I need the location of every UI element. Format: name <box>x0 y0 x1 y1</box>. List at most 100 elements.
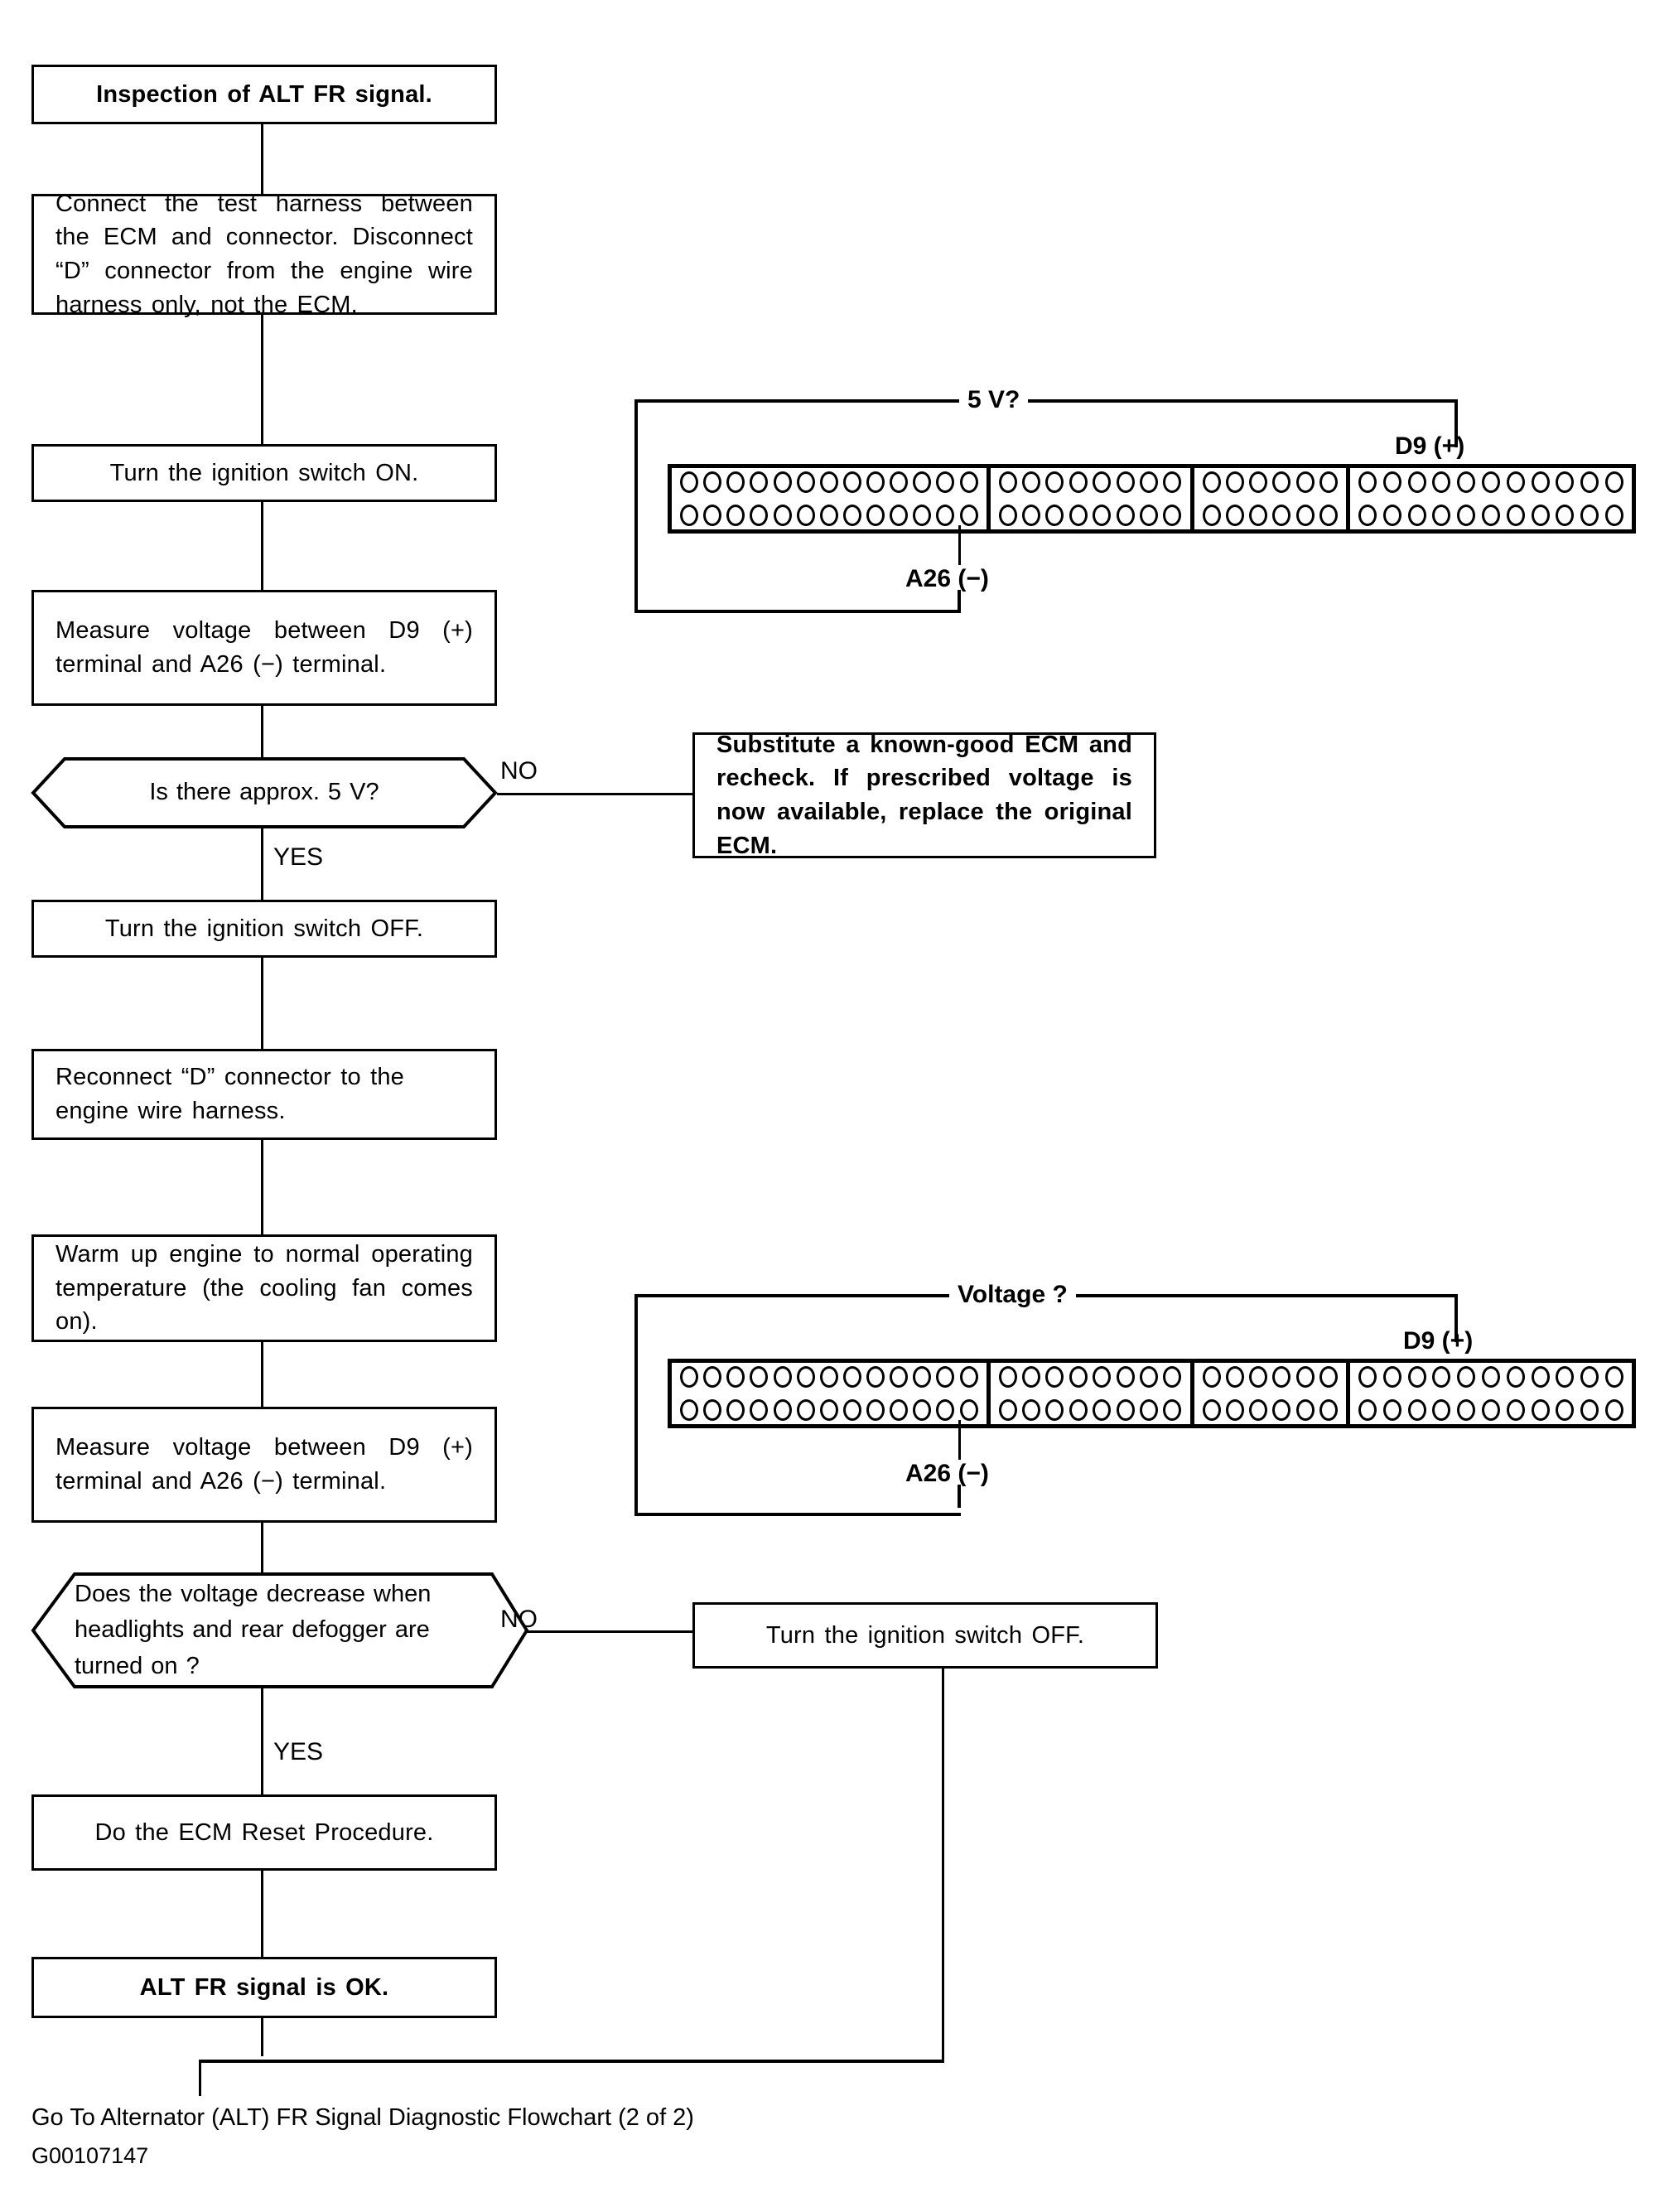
pin <box>726 471 745 493</box>
pin <box>1202 505 1221 526</box>
step-box-ignition-off-2: Turn the ignition switch OFF. <box>692 1602 1158 1669</box>
pin <box>1482 505 1500 526</box>
decision-2-yes-label: YES <box>273 1738 324 1765</box>
pin <box>819 1399 838 1421</box>
pin <box>1580 505 1599 526</box>
pin <box>1225 471 1244 493</box>
pin <box>1432 1366 1451 1388</box>
pin <box>1249 505 1268 526</box>
step-box-measure-voltage-2: Measure voltage between D9 (+) terminal … <box>31 1407 497 1523</box>
decision-1-yes-label: YES <box>273 843 324 871</box>
pin <box>842 505 861 526</box>
pin <box>866 471 885 493</box>
pin <box>703 505 722 526</box>
pin <box>890 505 909 526</box>
pin <box>726 505 745 526</box>
pin <box>773 1399 792 1421</box>
pin <box>1045 471 1064 493</box>
pin <box>1140 1366 1159 1388</box>
pin <box>1382 471 1401 493</box>
pin <box>773 471 792 493</box>
decision-2-text: Does the voltage decrease when headlight… <box>75 1580 432 1679</box>
pin <box>1319 471 1338 493</box>
ecm-connector-top <box>668 464 1636 534</box>
pin <box>842 1366 861 1388</box>
pin <box>1531 471 1550 493</box>
pin <box>913 505 932 526</box>
pin <box>1358 1399 1377 1421</box>
footer-goto-text: Go To Alternator (ALT) FR Signal Diagnos… <box>31 2104 694 2131</box>
pin <box>1604 505 1623 526</box>
return-line-stub <box>199 2060 201 2096</box>
pin-row-top <box>1202 1366 1338 1388</box>
decision-voltage-decrease: Does the voltage decrease when headlight… <box>31 1572 529 1688</box>
connector-segment-3 <box>1194 1363 1351 1424</box>
pin <box>680 505 698 526</box>
pin <box>1432 505 1451 526</box>
decision-approx-5v: Is there approx. 5 V? <box>31 757 498 828</box>
step-box-ecm-reset: Do the ECM Reset Procedure. <box>31 1794 497 1871</box>
pin <box>1272 1366 1291 1388</box>
pin-d9-positive <box>1457 1366 1476 1388</box>
connector-line <box>261 1871 263 1957</box>
pin <box>1580 1399 1599 1421</box>
pin <box>1225 505 1244 526</box>
pin <box>1093 505 1112 526</box>
pin <box>913 1399 932 1421</box>
pin <box>1116 471 1135 493</box>
step-reconnect-text: Reconnect “D” connector to the engine wi… <box>55 1064 404 1124</box>
pin <box>819 1366 838 1388</box>
connector-segment-4 <box>1350 1363 1632 1424</box>
pin <box>819 505 838 526</box>
connector-line-ign-off-2-down <box>942 1669 944 2061</box>
pin <box>1116 1399 1135 1421</box>
step-box-measure-voltage-1: Measure voltage between D9 (+) terminal … <box>31 590 497 706</box>
pin <box>796 1399 815 1421</box>
pin-row-top <box>680 471 978 493</box>
step-measure-1-text: Measure voltage between D9 (+) terminal … <box>55 617 473 678</box>
pin <box>1140 471 1159 493</box>
pin-d9-positive <box>1457 471 1476 493</box>
pin <box>959 471 978 493</box>
pin <box>1163 471 1182 493</box>
connector-segment-2 <box>991 1363 1194 1424</box>
pin <box>1358 1366 1377 1388</box>
pin <box>1093 471 1112 493</box>
pin-row-bottom <box>1358 1399 1623 1421</box>
pin-row-top <box>998 1366 1182 1388</box>
pin <box>1225 1399 1244 1421</box>
pin <box>866 1366 885 1388</box>
pin <box>1482 1366 1500 1388</box>
pin <box>1022 471 1041 493</box>
pin <box>1202 1399 1221 1421</box>
connector-line <box>261 1523 263 1572</box>
pin <box>959 1366 978 1388</box>
pin <box>1506 1366 1525 1388</box>
pin <box>998 471 1017 493</box>
pin <box>890 471 909 493</box>
pin <box>1116 1366 1135 1388</box>
pin <box>1045 1366 1064 1388</box>
step-measure-2-text: Measure voltage between D9 (+) terminal … <box>55 1434 473 1495</box>
a26-negative-label-bottom: A26 (−) <box>905 1460 989 1487</box>
pin <box>1163 505 1182 526</box>
pin <box>866 505 885 526</box>
connector-line <box>261 2018 263 2056</box>
pin <box>1295 1399 1315 1421</box>
pin <box>773 1366 792 1388</box>
bracket-top-horizontal-top <box>634 399 1458 403</box>
pin <box>750 505 769 526</box>
pin <box>1482 471 1500 493</box>
pin <box>1382 505 1401 526</box>
pin <box>936 1399 955 1421</box>
bracket-right-vertical-bottom <box>1454 1294 1458 1342</box>
pin <box>1531 505 1550 526</box>
pin-a26-negative <box>959 505 978 526</box>
pin <box>998 505 1017 526</box>
pin-row-bottom <box>1358 505 1623 526</box>
pin <box>1319 505 1338 526</box>
step-ignition-off-2-text: Turn the ignition switch OFF. <box>765 1621 1085 1649</box>
connector-line <box>261 1342 263 1407</box>
step-connect-text: Connect the test harness between the ECM… <box>55 190 473 318</box>
pin <box>1580 471 1599 493</box>
